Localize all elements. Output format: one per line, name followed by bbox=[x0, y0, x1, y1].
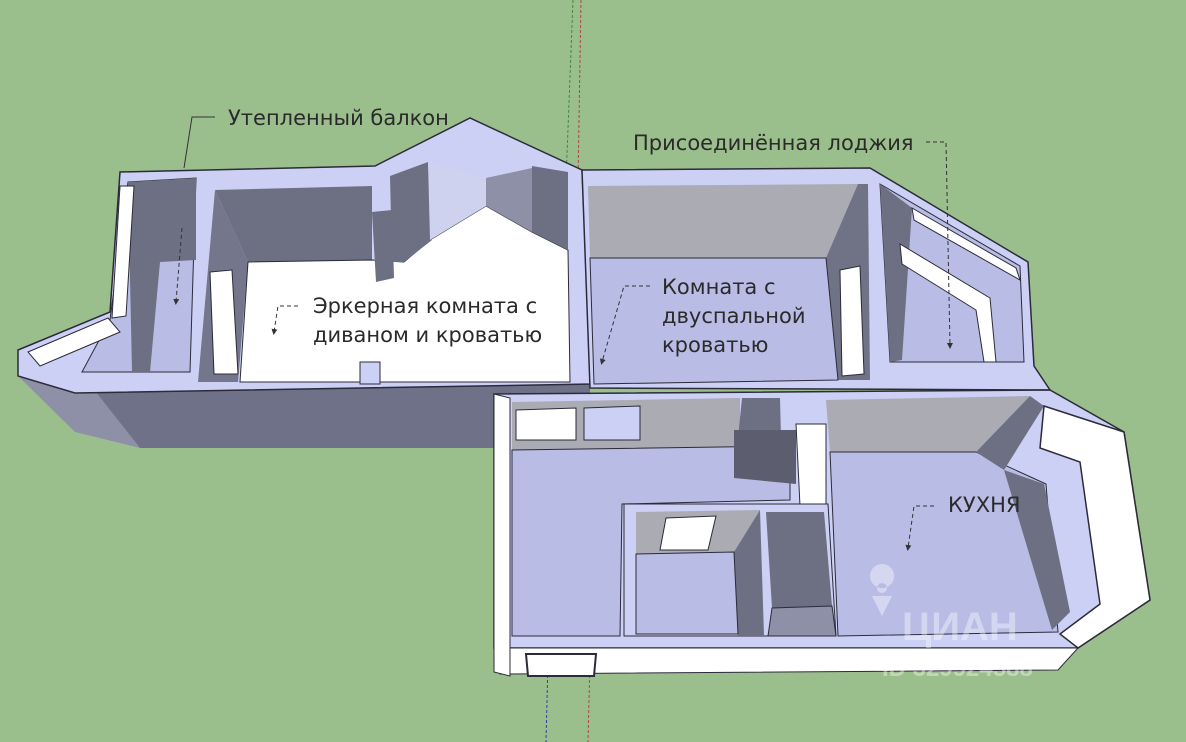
label-bay-room-group: Эркерная комната с диваном и кроватью bbox=[271, 294, 542, 347]
label-bedroom-line1: Комната с bbox=[662, 275, 776, 299]
label-bedroom-group: Комната с двуспальной кроватью bbox=[599, 275, 806, 365]
bay-window-pier bbox=[532, 166, 568, 250]
bay-room-pillar bbox=[372, 210, 394, 282]
watermark-brand: ЦИАН bbox=[902, 605, 1018, 649]
label-bedroom-line3: кроватью bbox=[662, 333, 768, 357]
label-balcony: Утепленный балкон bbox=[228, 106, 449, 130]
bay-room-back-wall bbox=[215, 186, 372, 262]
loggia-back-wall bbox=[880, 184, 912, 362]
bedroom-back-wall bbox=[588, 184, 858, 258]
corridor-niche-2 bbox=[583, 405, 641, 441]
bay-room-window-left bbox=[209, 269, 239, 375]
toilet-room bbox=[766, 512, 832, 608]
bathroom-floor bbox=[635, 551, 739, 635]
label-kitchen-group: КУХНЯ bbox=[905, 493, 1020, 551]
loggia-window-front bbox=[899, 243, 997, 363]
watermark-id: ID 329924588 bbox=[882, 655, 1033, 682]
kitchen-side-wall bbox=[976, 396, 1044, 470]
label-loggia-group: Присоединённая лоджия bbox=[633, 131, 953, 349]
lower-left-outer-wall bbox=[493, 393, 511, 677]
entrance-door bbox=[524, 653, 598, 677]
lower-section bbox=[493, 389, 1151, 677]
bedroom-leader-line bbox=[599, 285, 650, 365]
right-wing bbox=[581, 167, 1052, 391]
south-outer-wall-balcony bbox=[18, 372, 140, 448]
axis-guides bbox=[545, 0, 591, 742]
bay-room-leader-line bbox=[271, 305, 298, 335]
label-loggia: Присоединённая лоджия bbox=[633, 131, 914, 155]
bathroom-vent bbox=[659, 515, 717, 551]
bedroom-window bbox=[839, 265, 865, 377]
bay-window-wall-right bbox=[486, 168, 532, 232]
toilet-floor bbox=[767, 605, 837, 637]
bay-window-wall-left bbox=[390, 162, 432, 262]
kitchen-window-wall bbox=[1004, 470, 1070, 630]
label-bay-room-line1: Эркерная комната с bbox=[313, 294, 537, 318]
kitchen-back-wall bbox=[826, 396, 1030, 452]
balcony-leader-line bbox=[183, 116, 215, 169]
balcony-inner-wall bbox=[128, 178, 196, 372]
loggia-window-back bbox=[911, 207, 1021, 282]
corridor-niche bbox=[515, 407, 577, 441]
left-wing bbox=[17, 117, 593, 448]
label-balcony-group: Утепленный балкон bbox=[173, 106, 449, 305]
bedroom-floor bbox=[589, 257, 839, 385]
loggia-leader-line bbox=[926, 141, 953, 349]
balcony-arrow bbox=[173, 227, 183, 305]
balcony-window-frame bbox=[27, 317, 121, 367]
balcony-side-window bbox=[111, 185, 135, 319]
corridor-cabinet-front bbox=[734, 430, 796, 484]
label-bay-room-line2: диваном и кроватью bbox=[313, 323, 542, 347]
bay-window-wall-center bbox=[428, 162, 486, 240]
partition-wall bbox=[795, 423, 827, 507]
label-kitchen: КУХНЯ bbox=[948, 493, 1020, 517]
bay-room-door-notch bbox=[359, 361, 381, 385]
label-bedroom-line2: двуспальной bbox=[662, 304, 806, 328]
watermark: ЦИАН ID 329924588 bbox=[870, 564, 1033, 682]
kitchen-window bbox=[1039, 404, 1151, 649]
location-pin-icon bbox=[870, 564, 895, 616]
bathroom-side-wall bbox=[734, 510, 764, 636]
